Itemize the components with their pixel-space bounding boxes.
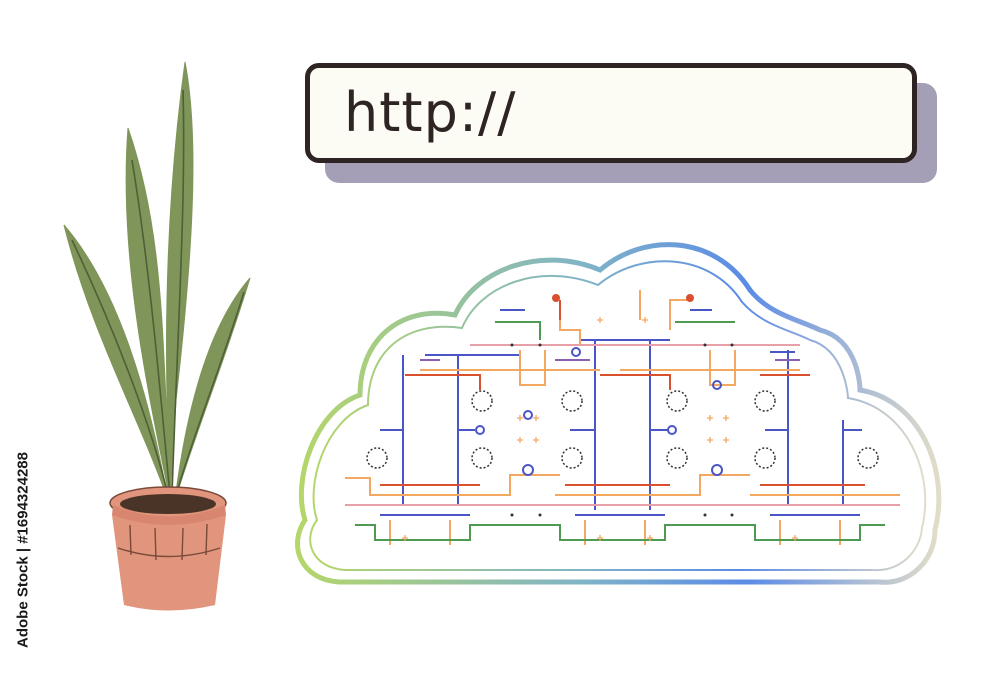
stock-watermark: Adobe Stock | #1694324288 xyxy=(10,430,36,670)
circuit-lines xyxy=(345,290,900,545)
address-bar-text: http:// xyxy=(344,81,517,144)
plant-pot xyxy=(109,486,227,611)
plant-leaves xyxy=(63,61,251,501)
cloud-outline-inner xyxy=(309,260,927,572)
potted-plant-icon xyxy=(63,61,251,611)
cloud-network-icon xyxy=(295,242,942,585)
address-bar[interactable]: http:// xyxy=(305,63,937,183)
plant-leaf-veins xyxy=(71,89,245,496)
address-bar-field[interactable]: http:// xyxy=(305,63,917,163)
stock-id-text: Adobe Stock | #1694324288 xyxy=(14,452,32,648)
cloud-outline-outer xyxy=(295,242,942,585)
